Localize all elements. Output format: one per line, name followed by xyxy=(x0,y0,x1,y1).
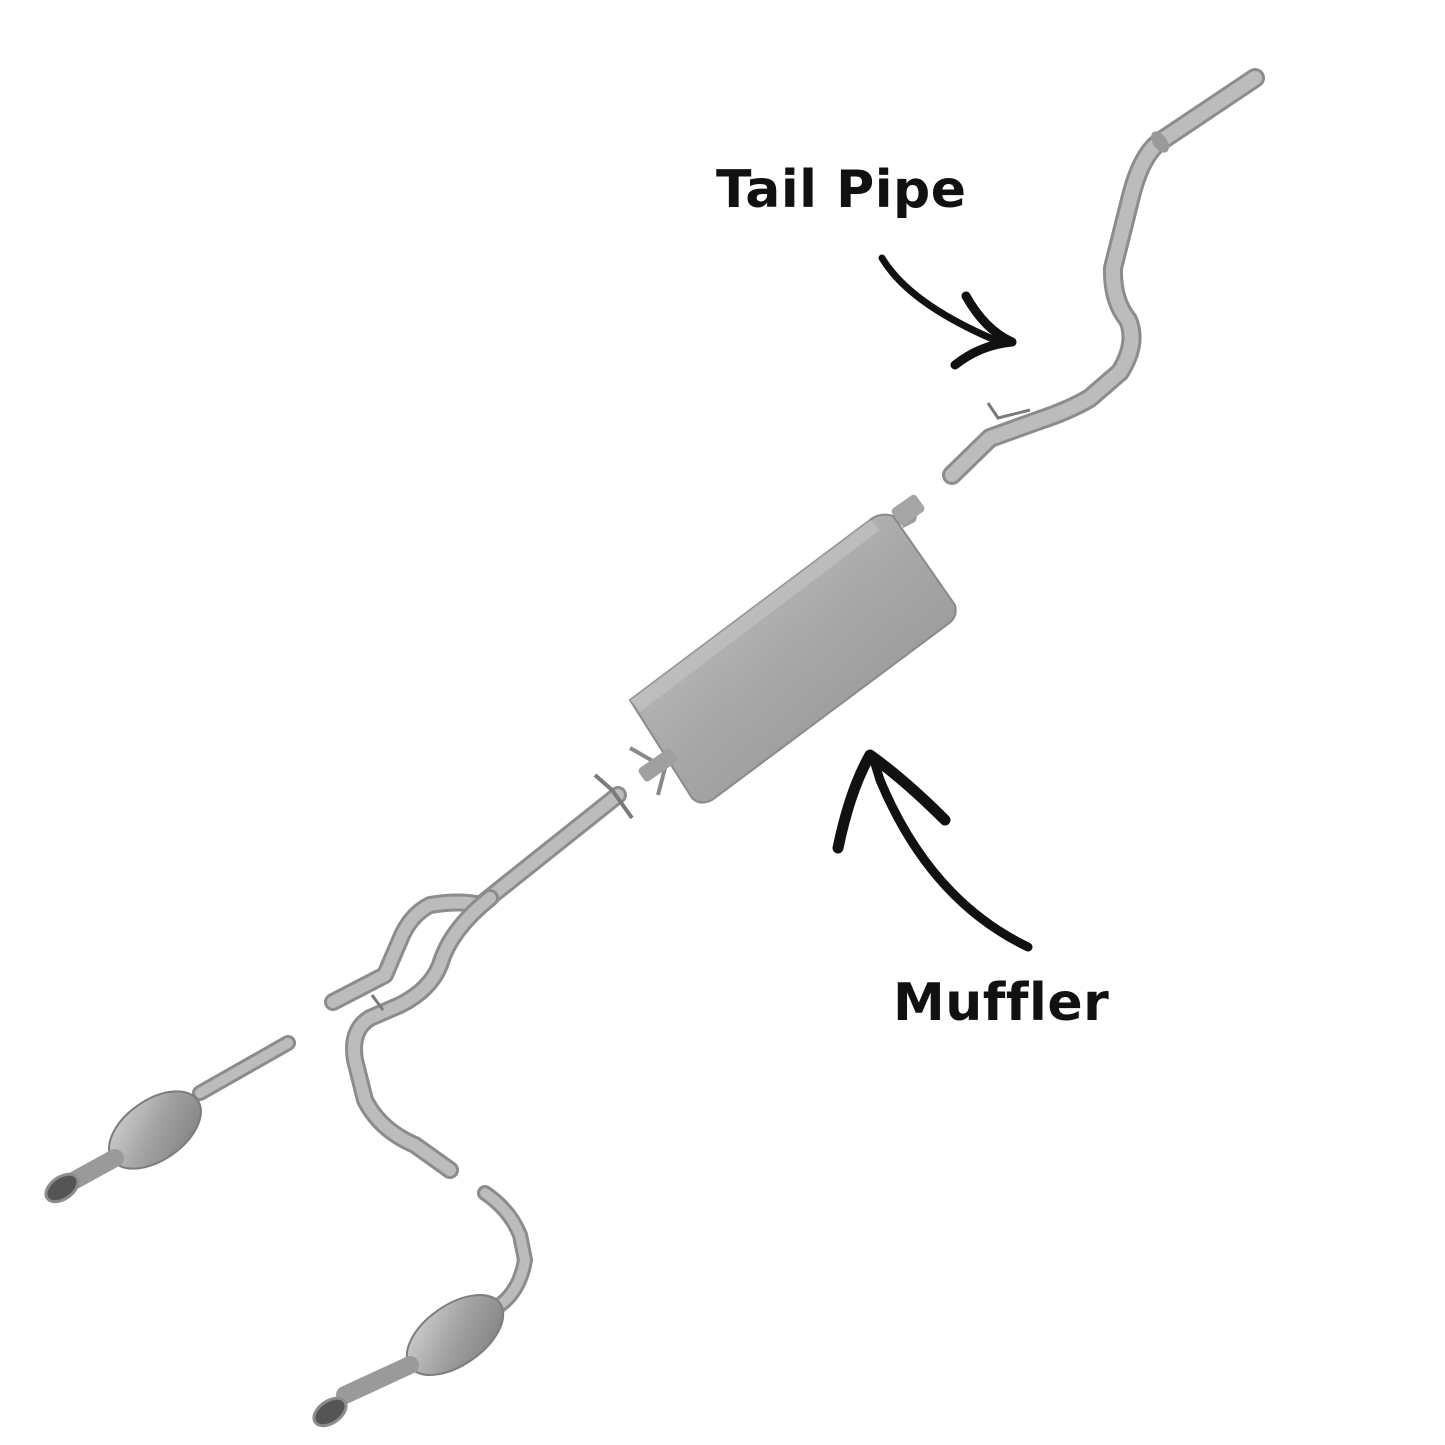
tail-pipe xyxy=(942,68,1265,485)
tail-pipe-arrow xyxy=(878,254,1017,370)
left-catalytic-converter xyxy=(44,1035,296,1204)
y-pipe xyxy=(324,773,634,1179)
tail-pipe-label: Tail Pipe xyxy=(716,160,967,220)
muffler xyxy=(628,494,957,804)
muffler-arrow xyxy=(832,749,1033,952)
muffler-label: Muffler xyxy=(893,973,1110,1033)
right-catalytic-converter xyxy=(312,1185,533,1428)
